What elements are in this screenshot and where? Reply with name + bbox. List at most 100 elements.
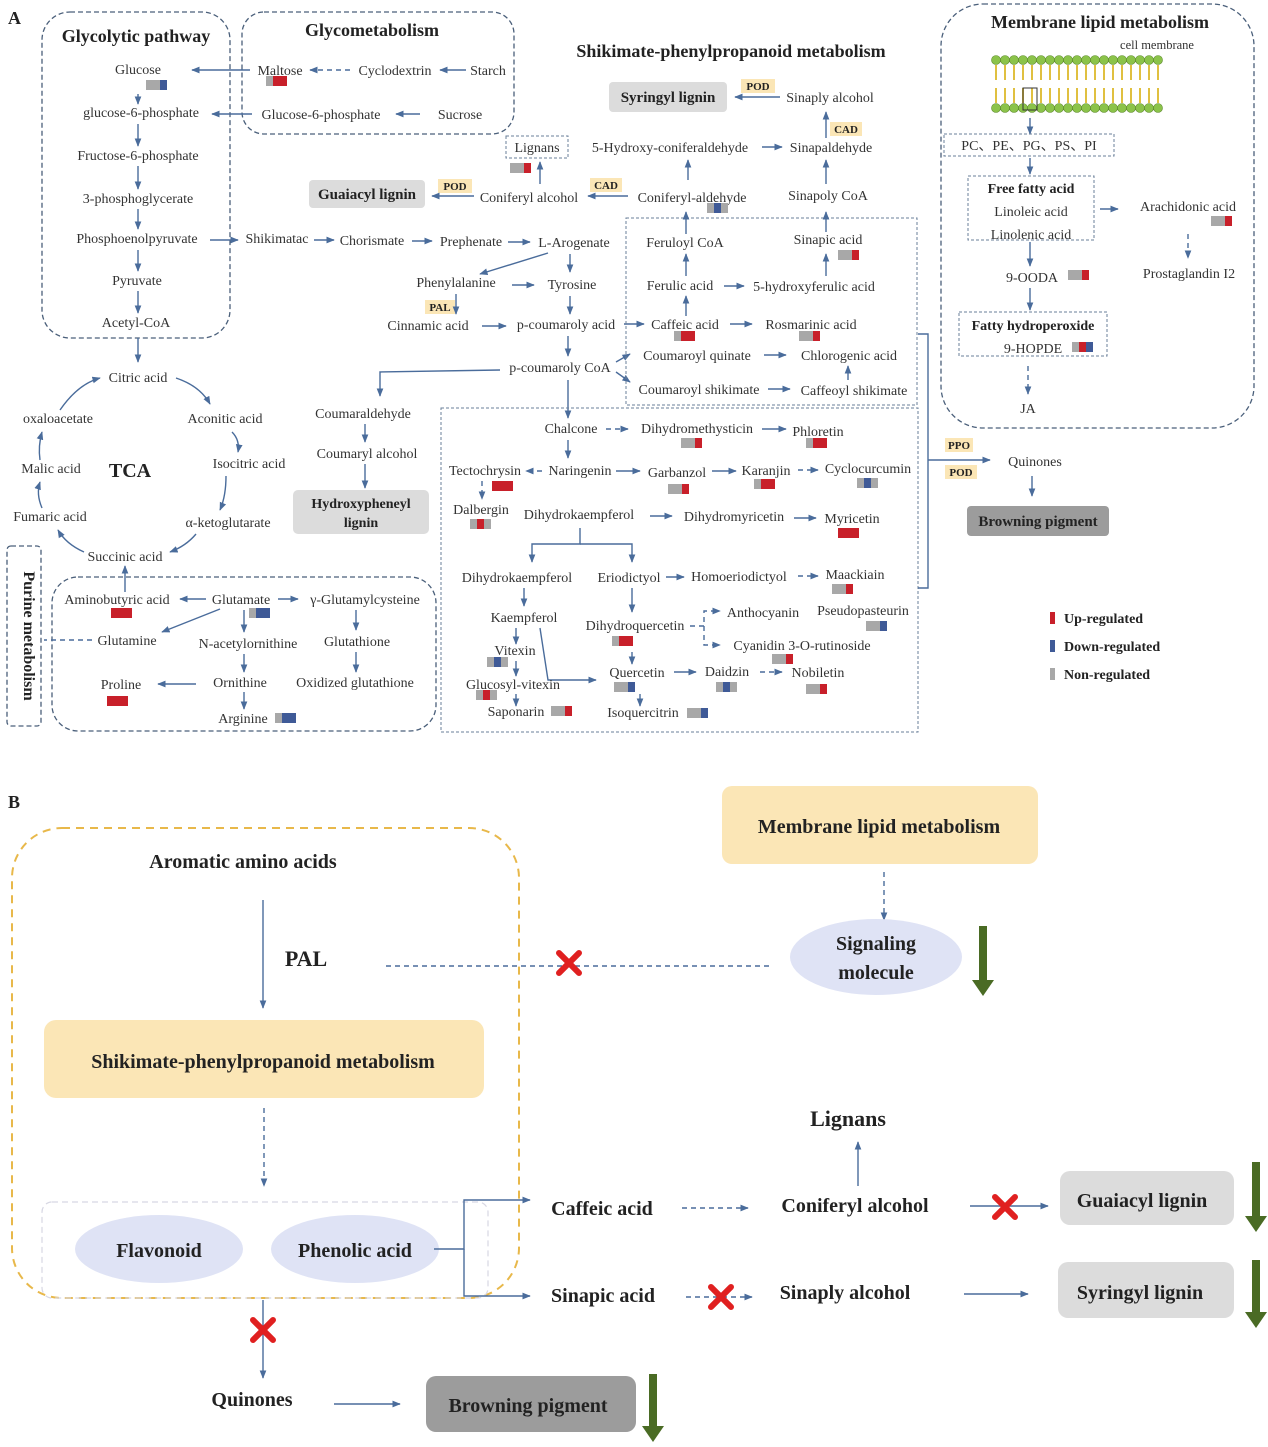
regulation-marker xyxy=(681,331,688,341)
metabolite-dihydrokaempferol-2: Dihydrokaempferol xyxy=(462,571,573,586)
regulation-marker xyxy=(806,684,813,694)
metabolite-3-phosphoglycerate: 3-phosphoglycerate xyxy=(83,192,193,207)
regulation-marker xyxy=(621,682,628,692)
arrow xyxy=(615,371,631,383)
regulation-marker xyxy=(487,657,494,667)
legend-up-label: Up-regulated xyxy=(1064,612,1143,627)
regulation-marker xyxy=(1075,270,1082,280)
amino-acid-box xyxy=(51,576,437,732)
shikimate-label-b: Shikimate-phenylpropanoid metabolism xyxy=(91,1051,435,1073)
regulation-marker xyxy=(838,528,845,538)
metabolite-acetyl-coa: Acetyl-CoA xyxy=(102,316,171,331)
regulation-marker xyxy=(551,706,558,716)
metabolite-glutamate: Glutamate xyxy=(212,593,270,608)
metabolite-chlorogenic-acid: Chlorogenic acid xyxy=(801,349,897,364)
fatty-hydroperoxide: Fatty hydroperoxide xyxy=(972,319,1095,334)
regulation-marker xyxy=(289,713,296,723)
arrow xyxy=(161,608,221,633)
regulation-marker xyxy=(806,331,813,341)
regulation-marker xyxy=(1082,270,1089,280)
free-fatty-acid-box xyxy=(967,175,1095,241)
metabolite-prephenate: Prephenate xyxy=(440,235,502,250)
pal-enzyme-bg xyxy=(425,300,455,314)
metabolite-5-hydroxy-coniferaldehyde: 5-Hydroxy-coniferaldehyde xyxy=(592,141,748,156)
regulation-marker xyxy=(160,80,167,90)
pod-enzyme-bg-2 xyxy=(438,179,472,193)
metabolite-dihydroquercetin: Dihydroquercetin xyxy=(586,619,685,634)
purine-metabolism-box xyxy=(6,545,42,727)
quinones-label-b: Quinones xyxy=(211,1389,292,1411)
arrow xyxy=(479,252,549,275)
regulation-marker xyxy=(499,481,506,491)
metabolite-coumaraldehyde: Coumaraldehyde xyxy=(315,407,411,422)
metabolite-vitexin: Vitexin xyxy=(494,644,535,659)
metabolite-naringenin: Naringenin xyxy=(549,464,612,479)
metabolite-daidzin: Daidzin xyxy=(705,665,749,680)
panel-a-label: A xyxy=(8,8,21,28)
metabolite-alpha-ketoglutarate: α-ketoglutarate xyxy=(185,516,270,531)
free-fatty-acid: Free fatty acid xyxy=(988,182,1075,197)
metabolite-eriodictyol: Eriodictyol xyxy=(598,571,661,586)
metabolite-pyruvate: Pyruvate xyxy=(112,274,162,289)
metabolite-cyanidin-3-o-rutinoside: Cyanidin 3-O-rutinoside xyxy=(733,639,870,654)
glycometabolism-title: Glycometabolism xyxy=(305,20,439,40)
metabolite-coniferyl-aldehyde: Coniferyl-aldehyde xyxy=(638,191,747,206)
regulation-marker xyxy=(779,654,786,664)
metabolite-dihydromyricetin: Dihydromyricetin xyxy=(684,510,784,525)
regulation-marker xyxy=(806,438,813,448)
regulation-marker xyxy=(721,203,728,213)
flavonoid-ellipse xyxy=(75,1215,243,1283)
glycolytic-title: Glycolytic pathway xyxy=(62,26,211,46)
metabolite-n-acetylornithine: N-acetylornithine xyxy=(199,637,298,652)
metabolite-garbanzol: Garbanzol xyxy=(648,466,706,481)
metabolite-coumaroyl-quinate: Coumaroyl quinate xyxy=(643,349,751,364)
arrow xyxy=(34,481,43,509)
regulation-marker xyxy=(681,438,688,448)
metabolite-maackiain: Maackiain xyxy=(825,568,884,583)
regulation-marker xyxy=(838,250,845,260)
metabolite-saponarin: Saponarin xyxy=(488,705,545,720)
sinapic-acid-label: Sinapic acid xyxy=(551,1285,655,1307)
metabolite-fumaric-acid: Fumaric acid xyxy=(13,510,86,525)
regulation-marker xyxy=(675,484,682,494)
regulation-marker xyxy=(494,657,501,667)
regulation-marker xyxy=(125,608,132,618)
shikimate-title: Shikimate-phenylpropanoid metabolism xyxy=(576,41,885,61)
guaiacyl-box-b xyxy=(1060,1171,1234,1225)
regulation-marker xyxy=(846,584,853,594)
metabolite-glucose: Glucose xyxy=(115,63,161,78)
legend-non-swatch xyxy=(1050,668,1055,680)
metabolite-starch: Starch xyxy=(470,64,506,79)
hydroxyphenyl-lignin-box xyxy=(293,490,429,534)
legend-down-label: Down-regulated xyxy=(1064,640,1160,655)
regulation-marker xyxy=(153,80,160,90)
membrane-label-b: Membrane lipid metabolism xyxy=(758,816,1001,838)
cad-enzyme: CAD xyxy=(834,124,858,136)
metabolite-dihydrokaempferol: Dihydrokaempferol xyxy=(524,508,635,523)
hydroxyphenyl-lignin-line2: lignin xyxy=(344,516,378,531)
metabolite-maltose: Maltose xyxy=(257,64,302,79)
pod-enzyme-bg xyxy=(741,79,775,93)
regulation-marker xyxy=(107,696,114,706)
membrane-lipid-title: Membrane lipid metabolism xyxy=(991,12,1209,32)
glycolytic-pathway-box xyxy=(41,11,231,339)
metabolite-pseudopasteurin: Pseudopasteurin xyxy=(817,604,909,619)
metabolite-glutamine: Glutamine xyxy=(97,634,156,649)
regulation-marker xyxy=(688,438,695,448)
metabolite-homoeriodictyol: Homoeriodictyol xyxy=(691,570,787,585)
regulation-marker xyxy=(118,608,125,618)
regulation-marker xyxy=(1068,270,1075,280)
arrow xyxy=(580,543,636,563)
ppo-enzyme-bg xyxy=(945,438,973,452)
regulation-marker xyxy=(470,519,477,529)
regulation-marker xyxy=(477,519,484,529)
regulation-marker xyxy=(484,519,491,529)
regulation-marker xyxy=(524,163,531,173)
regulation-marker xyxy=(565,706,572,716)
regulation-marker xyxy=(761,479,768,489)
flavonoid-label: Flavonoid xyxy=(116,1240,202,1262)
guaiacyl-lignin: Guaiacyl lignin xyxy=(318,187,417,203)
arrow xyxy=(463,1249,531,1300)
phenolic-group-box xyxy=(41,1201,489,1299)
regulation-marker xyxy=(694,708,701,718)
